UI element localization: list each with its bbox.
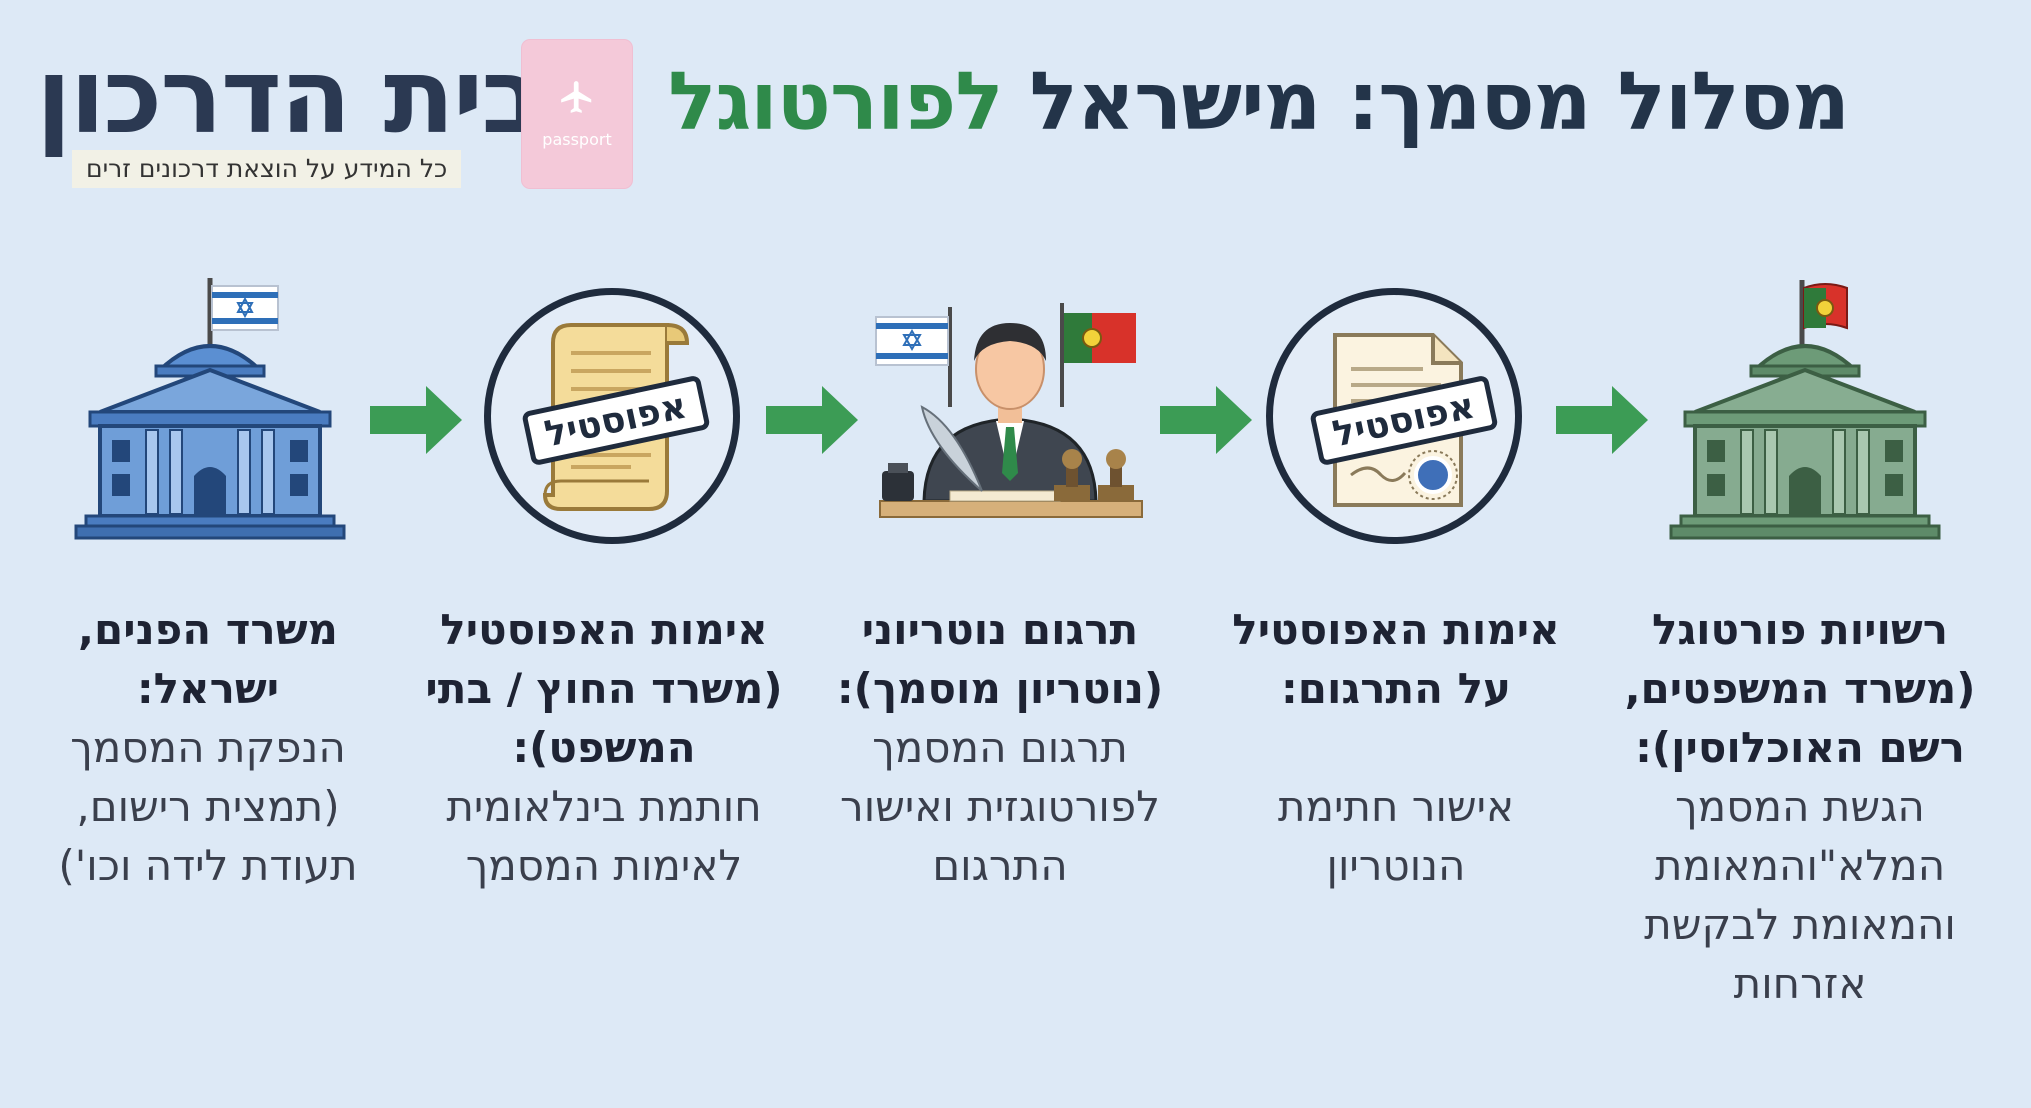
step-portugal-authorities: רשויות פורטוגל (משרד המשפטים, רשם האוכלו…: [1620, 600, 1980, 1013]
step-description: הנפקת המסמך (תמצית רישום, תעודת לידה וכו…: [58, 723, 358, 890]
step-title: תרגום נוטריוני (נוטריון מוסמך):: [836, 605, 1164, 713]
step-description: אישור חתימת הנוטריון: [1277, 782, 1515, 890]
step-description: תרגום המסמך לפורטוגזית ואישור התרגום: [840, 723, 1160, 890]
notary-translator-icon: [875, 303, 1143, 518]
passport-icon: passport: [522, 40, 632, 188]
apostille-certificate-icon: אפוסטיל: [1266, 288, 1522, 544]
page-title-prefix: מסלול מסמך: מישראל: [1002, 55, 1850, 148]
step-notarized-translation: תרגום נוטריוני (נוטריון מוסמך): תרגום המ…: [820, 600, 1180, 895]
flow-arrow-2: [1160, 386, 1252, 454]
flow-arrow-1: [1556, 386, 1648, 454]
flow-arrow-3: [766, 386, 858, 454]
step-apostille-document: אימות האפוסטיל (משרד החוץ / בתי המשפט): …: [424, 600, 784, 895]
passport-label: passport: [542, 130, 612, 149]
step-interior-ministry: משרד הפנים, ישראל: הנפקת המסמך (תמצית רי…: [28, 600, 388, 895]
page-title: מסלול מסמך: מישראל לפורטוגל: [668, 62, 1850, 142]
logo-name: בית הדרכון: [36, 35, 545, 157]
logo-tagline: כל המידע על הוצאת דרכונים זרים: [72, 150, 462, 188]
israel-government-building-icon: [74, 278, 346, 540]
page-title-accent: לפורטוגל: [668, 55, 1004, 148]
airplane-icon: [561, 81, 592, 113]
israel-government-building-icon: [1669, 280, 1941, 540]
step-apostille-translation: אימות האפוסטיל על התרגום: אישור חתימת הנ…: [1216, 600, 1576, 895]
step-title: רשויות פורטוגל (משרד המשפטים, רשם האוכלו…: [1624, 605, 1976, 772]
step-description: הגשת המסמך המלא"והמאומת והמאומת לבקשת אז…: [1644, 782, 1956, 1008]
step-description: חותמת בינלאומית לאימות המסמך: [446, 782, 762, 890]
step-title: אימות האפוסטיל (משרד החוץ / בתי המשפט):: [425, 605, 783, 772]
apostille-scroll-icon: אפוסטיל: [484, 288, 740, 544]
site-logo: בית הדרכון כל המידע על הוצאת דרכונים זרי…: [30, 40, 640, 190]
step-title: משרד הפנים, ישראל:: [78, 605, 338, 713]
flow-arrow-4: [370, 386, 462, 454]
step-title: אימות האפוסטיל על התרגום:: [1232, 605, 1560, 713]
